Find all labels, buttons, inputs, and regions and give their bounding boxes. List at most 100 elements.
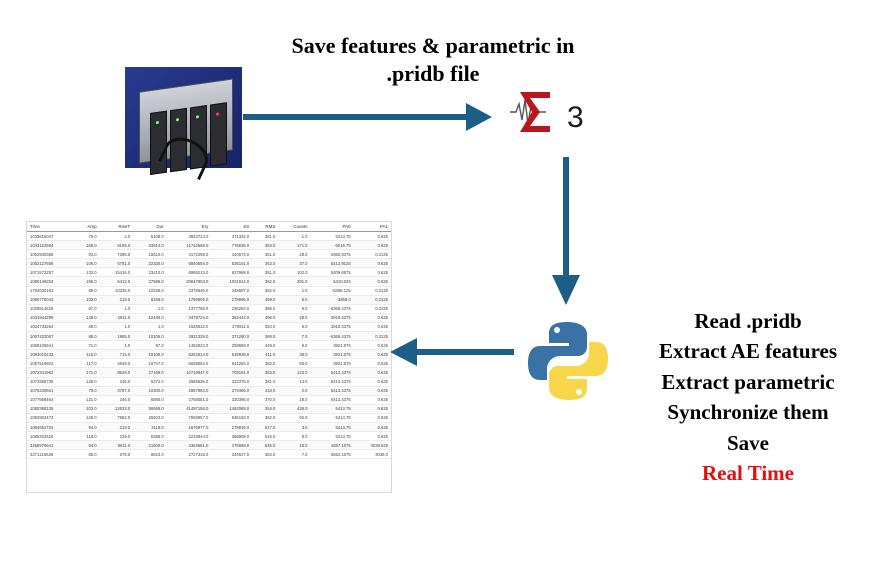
table-cell: 37696.0 bbox=[133, 276, 167, 287]
table-cell: 0.625 bbox=[353, 349, 391, 360]
table-cell: 0.625 bbox=[353, 258, 391, 269]
table-cell: 132.0 bbox=[73, 267, 100, 278]
table-cell: 0.625 bbox=[353, 395, 391, 405]
table-cell: 131.0 bbox=[73, 395, 100, 405]
table-cell: 128.0 bbox=[73, 377, 100, 387]
table-cell: 676.0 bbox=[99, 449, 134, 460]
table-cell: 411.0 bbox=[252, 349, 279, 360]
table-cell: 275911.0 bbox=[211, 322, 253, 333]
table-cell: 1080368135 bbox=[27, 404, 74, 414]
table-cell: 0.625 bbox=[353, 431, 391, 442]
table-cell: -5368.125 bbox=[310, 286, 354, 296]
table-cell: 118.0 bbox=[73, 431, 100, 442]
table-cell: 1034733264 bbox=[27, 322, 74, 333]
table-header-cell: Counts bbox=[278, 222, 311, 232]
table-cell: 1.0 bbox=[133, 322, 167, 333]
table-cell: 5413.4375 bbox=[310, 367, 354, 378]
table-cell: 5413.4375 bbox=[310, 395, 354, 405]
table-cell: 354.0 bbox=[252, 404, 279, 414]
table-header-cell: Ery bbox=[166, 222, 212, 232]
table-cell: 776636.0 bbox=[211, 240, 253, 251]
table-cell: 545.0 bbox=[252, 440, 279, 451]
table-cell: 15416.0 bbox=[99, 267, 134, 278]
table-cell: 278896.0 bbox=[211, 295, 253, 305]
table-cell: 39.0 bbox=[278, 349, 311, 360]
step-synchronize: Synchronize them bbox=[667, 400, 829, 425]
table-cell: 3921.875 bbox=[310, 349, 354, 360]
table-cell: 2921329.0 bbox=[166, 331, 212, 342]
table-cell: 20647903.0 bbox=[166, 276, 212, 287]
table-cell: 19108.0 bbox=[133, 349, 167, 360]
table-cell: 2218944.0 bbox=[166, 431, 212, 442]
table-cell: 7962.0 bbox=[99, 413, 134, 423]
table-cell: 171.0 bbox=[73, 367, 100, 378]
table-cell: 636163.0 bbox=[211, 413, 253, 423]
table-cell: 6840554.0 bbox=[166, 258, 212, 269]
table-cell: 28.0 bbox=[278, 313, 311, 323]
table-cell: 2768051.0 bbox=[166, 395, 212, 405]
table-cell: 515.0 bbox=[252, 431, 279, 442]
table-cell: 0.3125 bbox=[353, 286, 391, 296]
table-cell: 5413.75 bbox=[310, 231, 354, 242]
table-cell: 1057423067 bbox=[27, 331, 74, 342]
table-cell: 3921.875 bbox=[310, 358, 354, 369]
table-cell: 27169.0 bbox=[133, 367, 167, 378]
table-cell: 8626.0 bbox=[99, 367, 134, 378]
table-cell: 8165.0 bbox=[99, 240, 134, 251]
table-cell: 0.625 bbox=[353, 413, 391, 423]
table-cell: 6623.0 bbox=[133, 449, 167, 460]
table-cell: 22330.0 bbox=[133, 258, 167, 269]
table-cell: 440674.0 bbox=[211, 249, 253, 260]
table-cell: 3921.875 bbox=[310, 340, 354, 351]
table-cell: 2911.0 bbox=[99, 313, 134, 323]
table-header-cell: Time bbox=[27, 222, 74, 232]
table-cell: 351.0 bbox=[252, 267, 279, 278]
table-cell: 637968.0 bbox=[211, 267, 253, 278]
table-cell: 67.0 bbox=[73, 304, 100, 314]
table-cell: 0.625 bbox=[353, 231, 391, 242]
table-cell: 69.0 bbox=[73, 322, 100, 333]
table-cell: 1526632.0 bbox=[166, 322, 212, 333]
table-cell: 1071572257 bbox=[27, 267, 74, 278]
table-cell: 1.0 bbox=[99, 304, 134, 314]
table-cell: 459.0 bbox=[252, 295, 279, 305]
table-header-cell: RMS bbox=[252, 222, 279, 232]
table-cell: 1080146252 bbox=[27, 276, 74, 287]
table-cell: 0.625 bbox=[353, 276, 391, 287]
table-cell: 6.0 bbox=[278, 295, 311, 305]
table-cell: 2376646.0 bbox=[166, 286, 212, 296]
table-cell: 5413.75 bbox=[310, 431, 354, 442]
table-cell: 37.0 bbox=[278, 258, 311, 269]
table-cell: 4649.0 bbox=[99, 358, 134, 369]
table-cell: 6965213.0 bbox=[166, 267, 212, 278]
python-logo bbox=[528, 322, 608, 400]
table-cell: 3843723.0 bbox=[166, 231, 212, 242]
table-cell: 1985.0 bbox=[99, 331, 134, 342]
table-cell: 709181.0 bbox=[211, 367, 253, 378]
table-cell: 1026514626 bbox=[27, 304, 74, 314]
table-cell: 1084652704 bbox=[27, 422, 74, 433]
table-cell: 5410.625 bbox=[310, 276, 354, 287]
table-cell: 1067516802 bbox=[27, 358, 74, 369]
table-cell: 10719847.0 bbox=[166, 367, 212, 378]
table-cell: 76.0 bbox=[73, 231, 100, 242]
table-cell: 539936.0 bbox=[211, 349, 253, 360]
table-cell: 94.0 bbox=[73, 422, 100, 433]
table-cell: 6880.0 bbox=[133, 395, 167, 405]
table-cell: 0.625 bbox=[353, 267, 391, 278]
table-cell: 291.0 bbox=[278, 276, 311, 287]
table-cell: 1377766.0 bbox=[166, 304, 212, 314]
table-cell: 18.0 bbox=[278, 395, 311, 405]
table-header-cell: PA1 bbox=[353, 222, 391, 232]
